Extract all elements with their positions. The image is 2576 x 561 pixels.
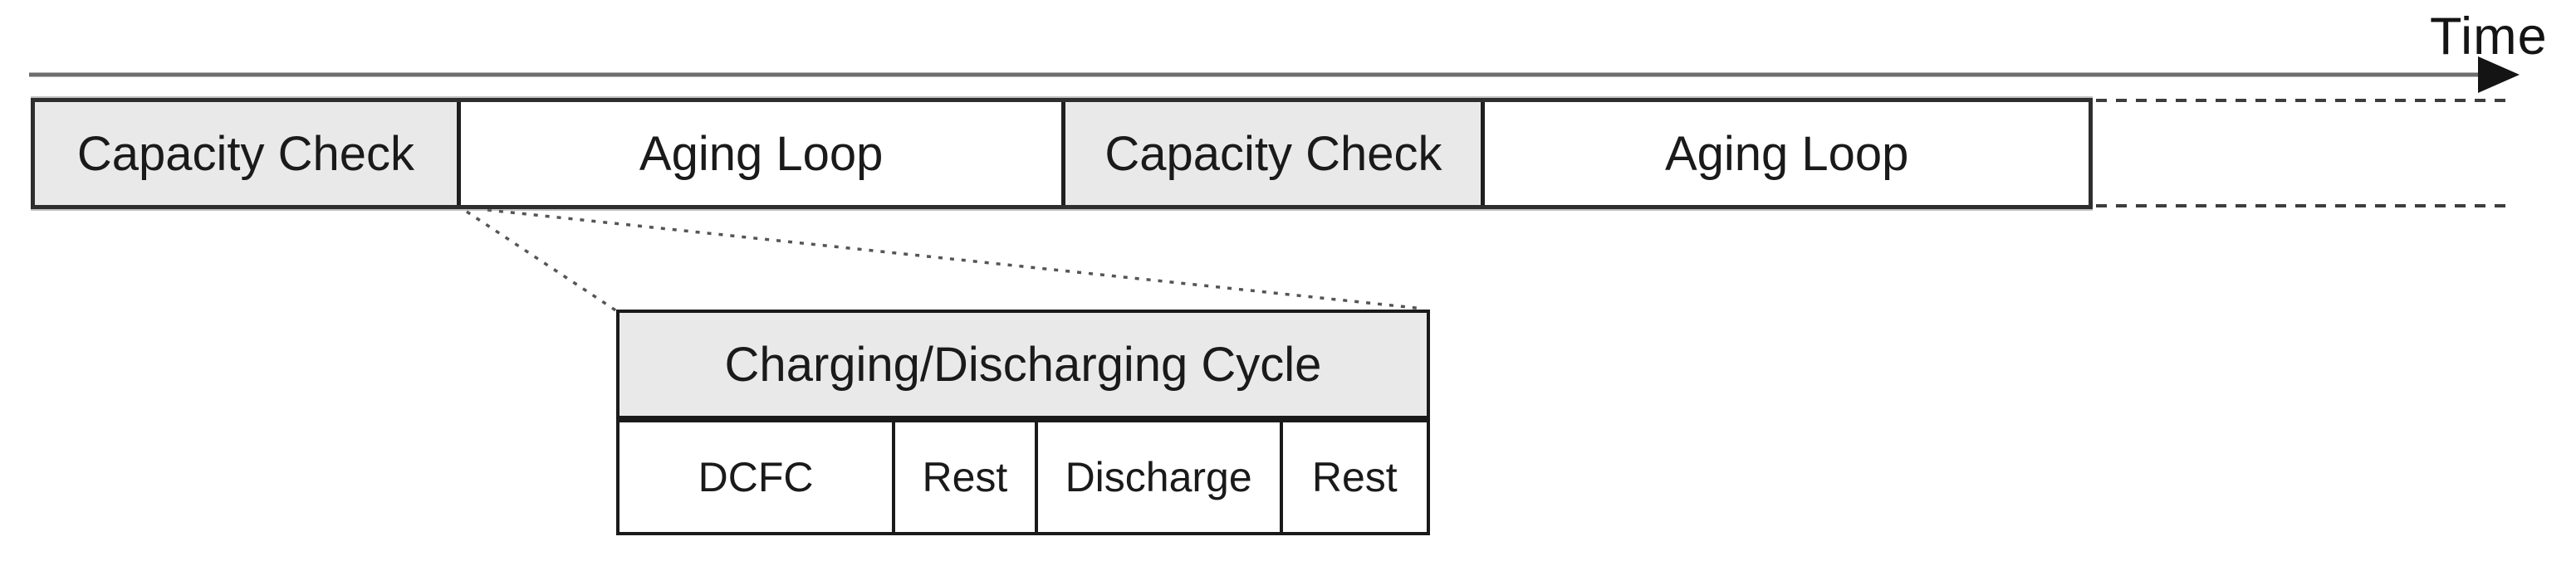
timeline-segment-aging-loop-1: Aging Loop — [460, 102, 1066, 205]
phase-label: Rest — [1311, 454, 1398, 500]
segment-label: Aging Loop — [639, 126, 884, 181]
segment-label: Aging Loop — [1664, 126, 1909, 181]
callout-phase-row: DCFC Rest Discharge Rest — [616, 419, 1430, 535]
time-axis-label: Time — [2430, 7, 2548, 66]
time-axis-arrowhead-icon — [2478, 56, 2520, 93]
timeline-row: Capacity Check Aging Loop Capacity Check… — [31, 98, 2093, 209]
segment-label: Capacity Check — [1104, 126, 1442, 181]
timeline-segment-aging-loop-2: Aging Loop — [1485, 102, 2089, 205]
callout-title: Charging/Discharging Cycle — [724, 337, 1322, 392]
callout-connector-left — [466, 210, 620, 315]
timeline-segment-capacity-check-2: Capacity Check — [1065, 102, 1486, 205]
segment-label: Capacity Check — [76, 126, 414, 181]
callout-header-box: Charging/Discharging Cycle — [616, 310, 1430, 419]
phase-label: DCFC — [698, 454, 814, 500]
callout-connector-right — [487, 208, 1424, 310]
phase-rest-1: Rest — [895, 422, 1038, 532]
phase-rest-2: Rest — [1282, 422, 1427, 532]
phase-dcfc: DCFC — [620, 422, 896, 532]
phase-label: Rest — [922, 454, 1008, 500]
phase-label: Discharge — [1065, 454, 1252, 500]
phase-discharge: Discharge — [1037, 422, 1283, 532]
timeline-segment-capacity-check-1: Capacity Check — [35, 102, 461, 205]
